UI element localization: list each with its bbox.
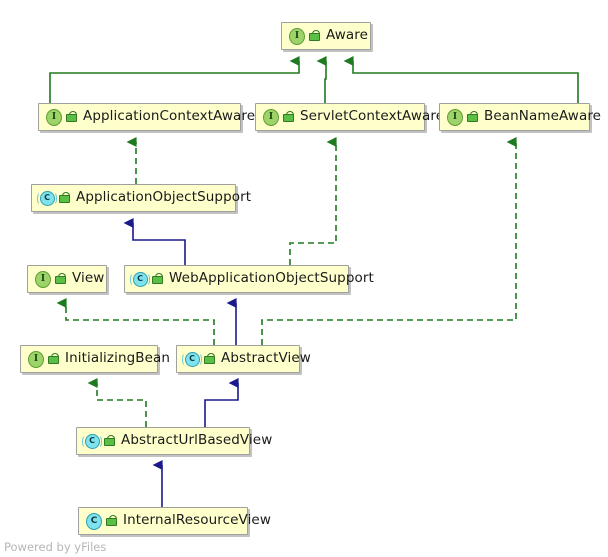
watermark-label: Powered by yFiles xyxy=(4,540,107,554)
abstract-class-icon: C xyxy=(37,190,57,206)
class-node-application-object-support[interactable]: C ApplicationObjectSupport xyxy=(31,184,251,212)
class-node-label: ApplicationObjectSupport xyxy=(76,189,252,206)
interface-icon: I xyxy=(35,270,51,288)
class-node-label: Aware xyxy=(326,27,369,44)
class-icon: C xyxy=(86,512,102,530)
class-node-label: ServletContextAware xyxy=(300,108,445,125)
edge-abstract-url-based-view-to-abstract-view xyxy=(204,378,239,427)
class-node-label: View xyxy=(72,270,105,287)
class-node-initializing-bean[interactable]: I InitializingBean xyxy=(20,345,170,373)
class-node-internal-resource-view[interactable]: C InternalResourceView xyxy=(78,507,271,535)
public-lock-icon xyxy=(466,110,478,124)
public-lock-icon xyxy=(105,514,117,528)
class-node-abstract-url-based-view[interactable]: C AbstractUrlBasedView xyxy=(76,427,272,455)
class-node-web-application-object-support[interactable]: C WebApplicationObjectSupport xyxy=(124,265,374,293)
class-node-label: AbstractUrlBasedView xyxy=(121,432,273,449)
class-node-label: WebApplicationObjectSupport xyxy=(169,270,374,287)
public-lock-icon xyxy=(203,352,215,366)
edge-web-application-object-support-to-application-object-support xyxy=(123,218,186,265)
class-node-abstract-view[interactable]: C AbstractView xyxy=(176,345,311,373)
interface-icon: I xyxy=(46,108,62,126)
interface-icon: I xyxy=(289,27,305,45)
class-node-label: InternalResourceView xyxy=(123,512,271,529)
edge-bean-name-aware-to-aware xyxy=(343,56,579,103)
edge-abstract-view-to-bean-name-aware xyxy=(261,137,517,345)
abstract-class-icon: C xyxy=(130,271,150,287)
class-node-application-context-aware[interactable]: I ApplicationContextAware xyxy=(38,103,255,131)
public-lock-icon xyxy=(103,434,115,448)
edge-abstract-view-to-view xyxy=(56,298,215,345)
class-node-label: ApplicationContextAware xyxy=(83,108,256,125)
class-node-label: BeanNameAware xyxy=(484,108,602,125)
interface-icon: I xyxy=(447,108,463,126)
interface-icon: I xyxy=(263,108,279,126)
class-node-label: AbstractView xyxy=(221,350,311,367)
edge-web-application-object-support-to-servlet-context-aware xyxy=(289,137,337,265)
edge-servlet-context-aware-to-aware xyxy=(316,56,327,103)
class-node-label: InitializingBean xyxy=(65,350,171,367)
abstract-class-icon: C xyxy=(82,433,102,449)
class-node-aware[interactable]: I Aware xyxy=(281,22,371,50)
edge-application-context-aware-to-aware xyxy=(49,56,300,103)
public-lock-icon xyxy=(54,272,66,286)
public-lock-icon xyxy=(47,352,59,366)
class-node-servlet-context-aware[interactable]: I ServletContextAware xyxy=(255,103,444,131)
public-lock-icon xyxy=(151,272,163,286)
public-lock-icon xyxy=(58,191,70,205)
class-node-view[interactable]: I View xyxy=(27,265,107,293)
public-lock-icon xyxy=(282,110,294,124)
public-lock-icon xyxy=(308,29,320,43)
public-lock-icon xyxy=(65,110,77,124)
interface-icon: I xyxy=(28,350,44,368)
edge-abstract-url-based-view-to-initializing-bean xyxy=(87,378,147,427)
abstract-class-icon: C xyxy=(182,351,202,367)
class-node-bean-name-aware[interactable]: I BeanNameAware xyxy=(439,103,601,131)
